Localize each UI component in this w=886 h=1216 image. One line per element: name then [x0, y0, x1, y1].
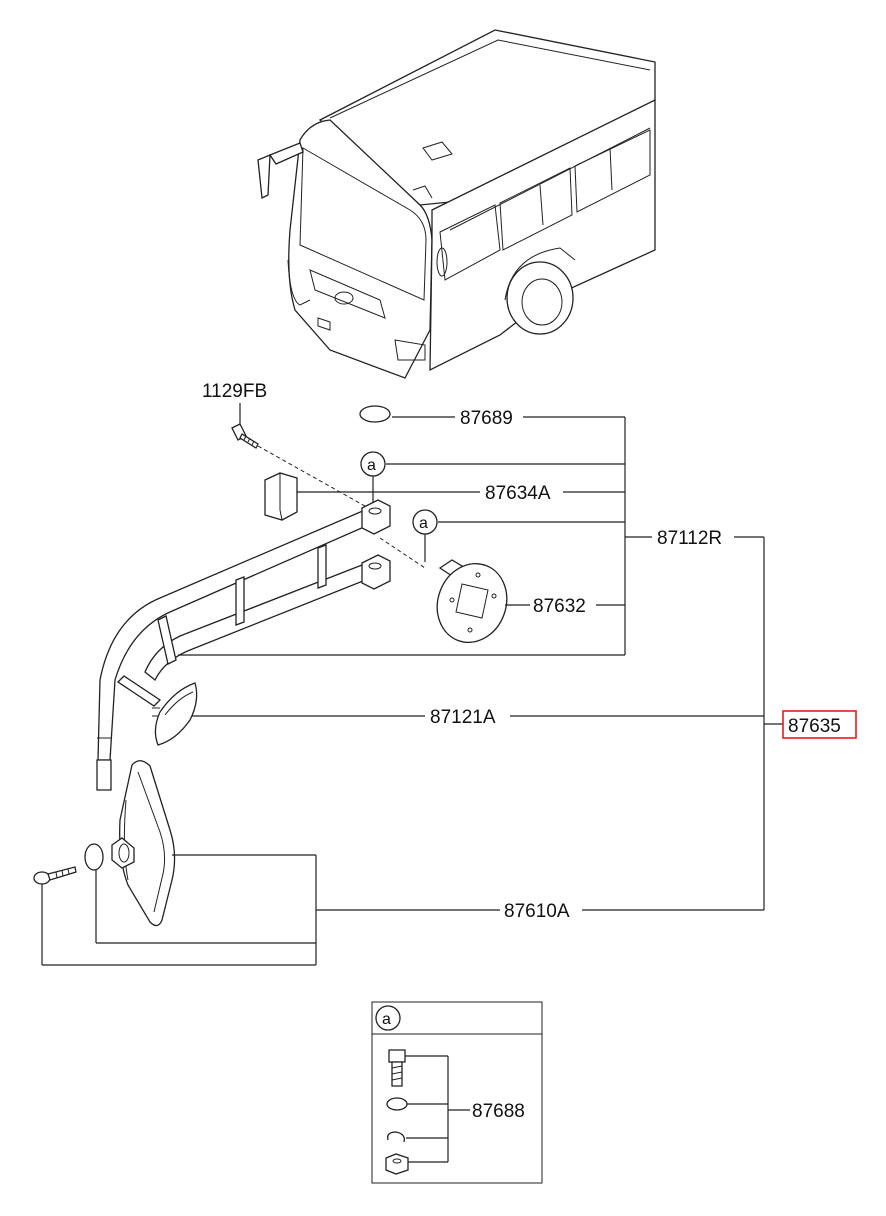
bus-illustration	[257, 29, 656, 379]
spring-washer-icon	[387, 1131, 405, 1143]
part-label-87688: 87688	[472, 1101, 525, 1122]
screw-icon	[231, 423, 259, 449]
part-label-87121a: 87121A	[430, 707, 496, 728]
washer-icon	[84, 843, 104, 871]
main-mirror-icon	[111, 760, 176, 927]
part-label-87634a: 87634A	[485, 483, 551, 504]
part-label-87610a: 87610A	[504, 901, 570, 922]
inset-a-letter: a	[382, 1011, 391, 1028]
highlight-box[interactable]	[782, 710, 857, 739]
callout-a2-letter: a	[419, 515, 428, 532]
mirror-screw-icon	[33, 866, 77, 885]
nut-icon	[385, 1153, 409, 1175]
mirror-arm-frame	[96, 499, 391, 791]
part-label-87689: 87689	[460, 408, 513, 429]
part-label-87635[interactable]: 87635	[788, 716, 841, 737]
callout-a-letter: a	[367, 457, 376, 474]
cap-icon	[359, 405, 391, 423]
inset-box-a: a	[371, 1001, 543, 1184]
base-plate-icon	[436, 559, 508, 643]
part-label-1129fb: 1129FB	[202, 381, 267, 402]
holder-guide-line	[379, 537, 426, 569]
part-label-87112r: 87112R	[657, 528, 722, 549]
holder-icon	[264, 472, 298, 521]
inset-a-circle	[375, 1005, 401, 1031]
part-label-87632: 87632	[533, 596, 586, 617]
bolt-icon	[388, 1049, 406, 1087]
screw-guide-line	[257, 445, 373, 511]
flat-washer-icon	[386, 1097, 408, 1111]
side-mirror-icon	[152, 682, 198, 746]
